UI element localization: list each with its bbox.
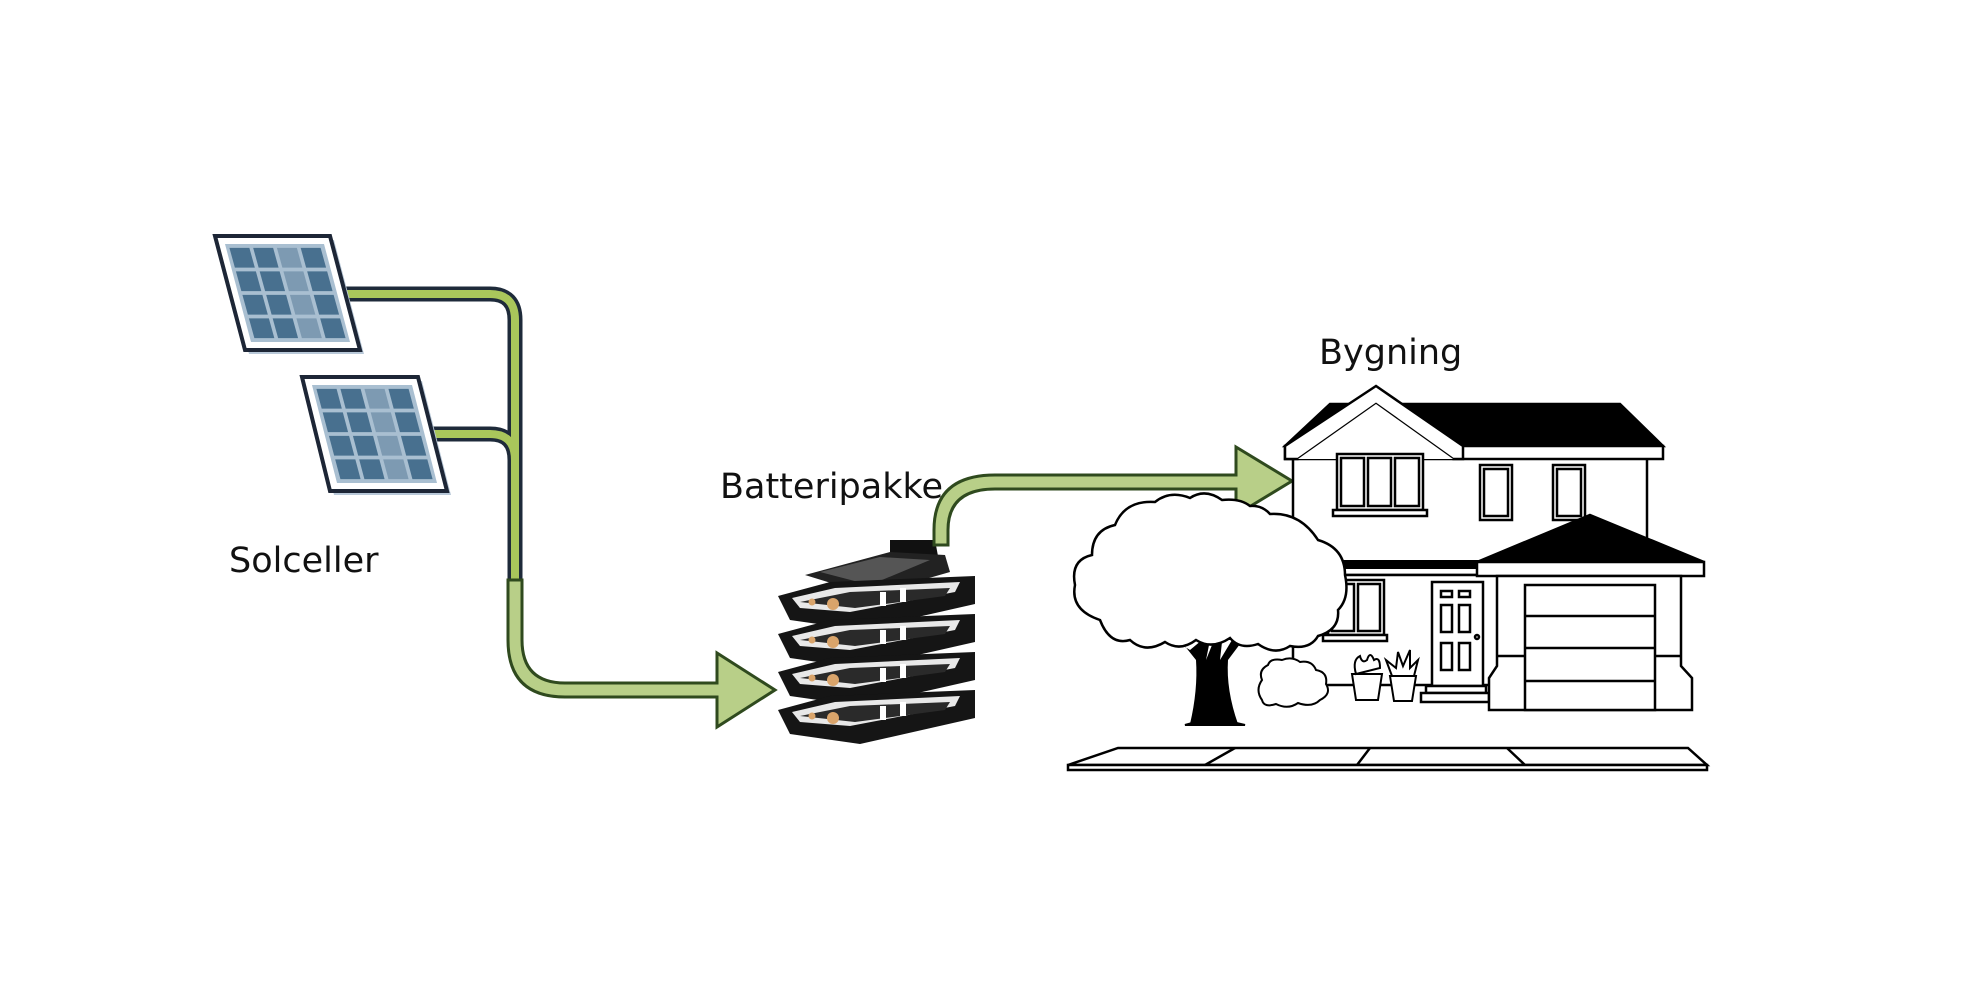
battery-module: [778, 576, 975, 630]
solar-cell: [307, 271, 333, 292]
solar-cell: [316, 388, 342, 409]
battery-module: [778, 690, 975, 744]
solar-cell: [300, 247, 327, 268]
battery-label: Batteripakke: [720, 467, 943, 507]
battery-stack-icon: [778, 540, 975, 744]
solar-cell: [370, 412, 397, 433]
solar-cell: [248, 318, 275, 339]
solar-cell: [383, 459, 409, 480]
wire-fill: [430, 430, 519, 461]
solar-cell: [335, 459, 361, 480]
solar-cell: [272, 318, 299, 339]
solar-cell: [322, 412, 349, 433]
sidewalk: [1066, 746, 1711, 772]
solar-cell: [313, 294, 340, 315]
battery-module: [778, 614, 975, 668]
house-icon: [1281, 384, 1706, 712]
tree-icon: [1072, 492, 1348, 726]
solar-cell: [266, 294, 292, 315]
solar-cell: [394, 412, 421, 433]
arrow-battery-to-building: [932, 444, 1295, 547]
solar-cell: [242, 294, 268, 315]
arrow-solar-to-battery: [506, 578, 778, 730]
solar-cell: [388, 388, 414, 409]
solar-cell: [296, 318, 322, 339]
solar-wires: [340, 286, 523, 600]
building-label: Bygning: [1319, 333, 1462, 373]
solar-cell: [229, 247, 255, 268]
solar-cell: [340, 388, 366, 409]
solar-cell: [346, 412, 373, 433]
solar-cell: [259, 271, 286, 292]
solar-label: Solceller: [229, 541, 379, 581]
solar-cell: [283, 271, 309, 292]
solar-cell: [407, 459, 433, 480]
solar-cell: [289, 294, 316, 315]
arrow-shaft: [932, 444, 1295, 547]
solar-cell: [352, 435, 379, 456]
solar-panel-icon: [299, 375, 451, 495]
solar-cell: [328, 435, 355, 456]
solar-cell: [253, 247, 279, 268]
solar-cell: [320, 318, 346, 339]
solar-cell: [364, 388, 390, 409]
solar-cell: [376, 435, 403, 456]
solar-cell: [276, 247, 303, 268]
plant-pot-icon: [1350, 649, 1420, 702]
solar-cell: [359, 459, 385, 480]
solar-cell: [400, 435, 427, 456]
solar-cell: [235, 271, 262, 292]
solar-panel-icon: [212, 234, 364, 354]
bush-icon: [1257, 657, 1329, 708]
wire-fill: [340, 290, 519, 600]
battery-module: [778, 652, 975, 706]
arrow-shaft: [506, 578, 778, 730]
